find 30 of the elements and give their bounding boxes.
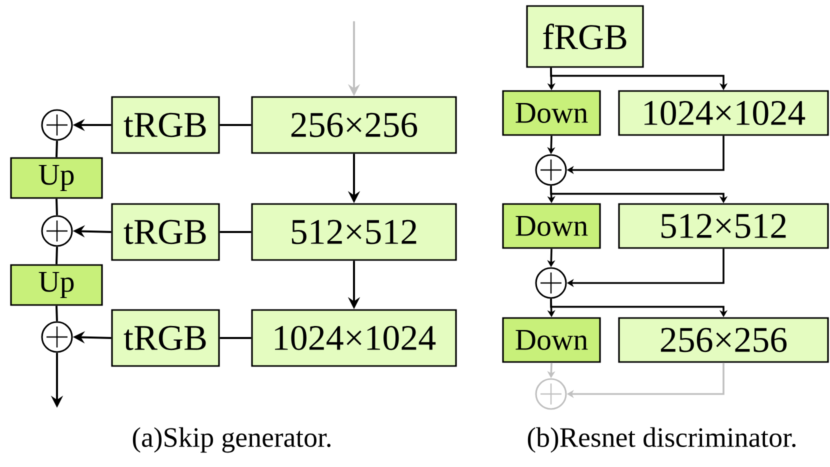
caption-text: (b)Resnet discriminator. [528,427,796,453]
connector-line [56,140,58,158]
connector-line [56,198,58,216]
sum-circle [41,109,73,141]
resample-box: Down [502,203,601,249]
resample-box: Down [502,317,601,363]
layer-box: tRGB [111,96,220,154]
resample-box: Up [10,157,103,199]
resample-box: Up [10,264,103,306]
layer-box: 256×256 [618,317,829,363]
connector-line [220,337,252,339]
connector-line [56,246,58,264]
connector-line [220,124,252,126]
layer-box: 512×512 [251,203,457,261]
sum-circle [535,267,567,299]
layer-box: fRGB [526,5,644,68]
connector-line [56,306,58,322]
connector-line [220,231,252,233]
resample-box: Down [502,90,601,136]
sum-circle [41,321,73,353]
layer-box: 1024×1024 [618,90,829,136]
layer-box: 512×512 [618,203,829,249]
layer-box: tRGB [111,309,220,367]
layer-box: 1024×1024 [251,309,457,367]
layer-box: tRGB [111,203,220,261]
sum-circle [535,154,567,186]
layer-box: 256×256 [251,96,457,154]
caption-text: (a)Skip generator. [132,427,330,453]
sum-circle [41,215,73,247]
sum-circle [535,378,567,410]
